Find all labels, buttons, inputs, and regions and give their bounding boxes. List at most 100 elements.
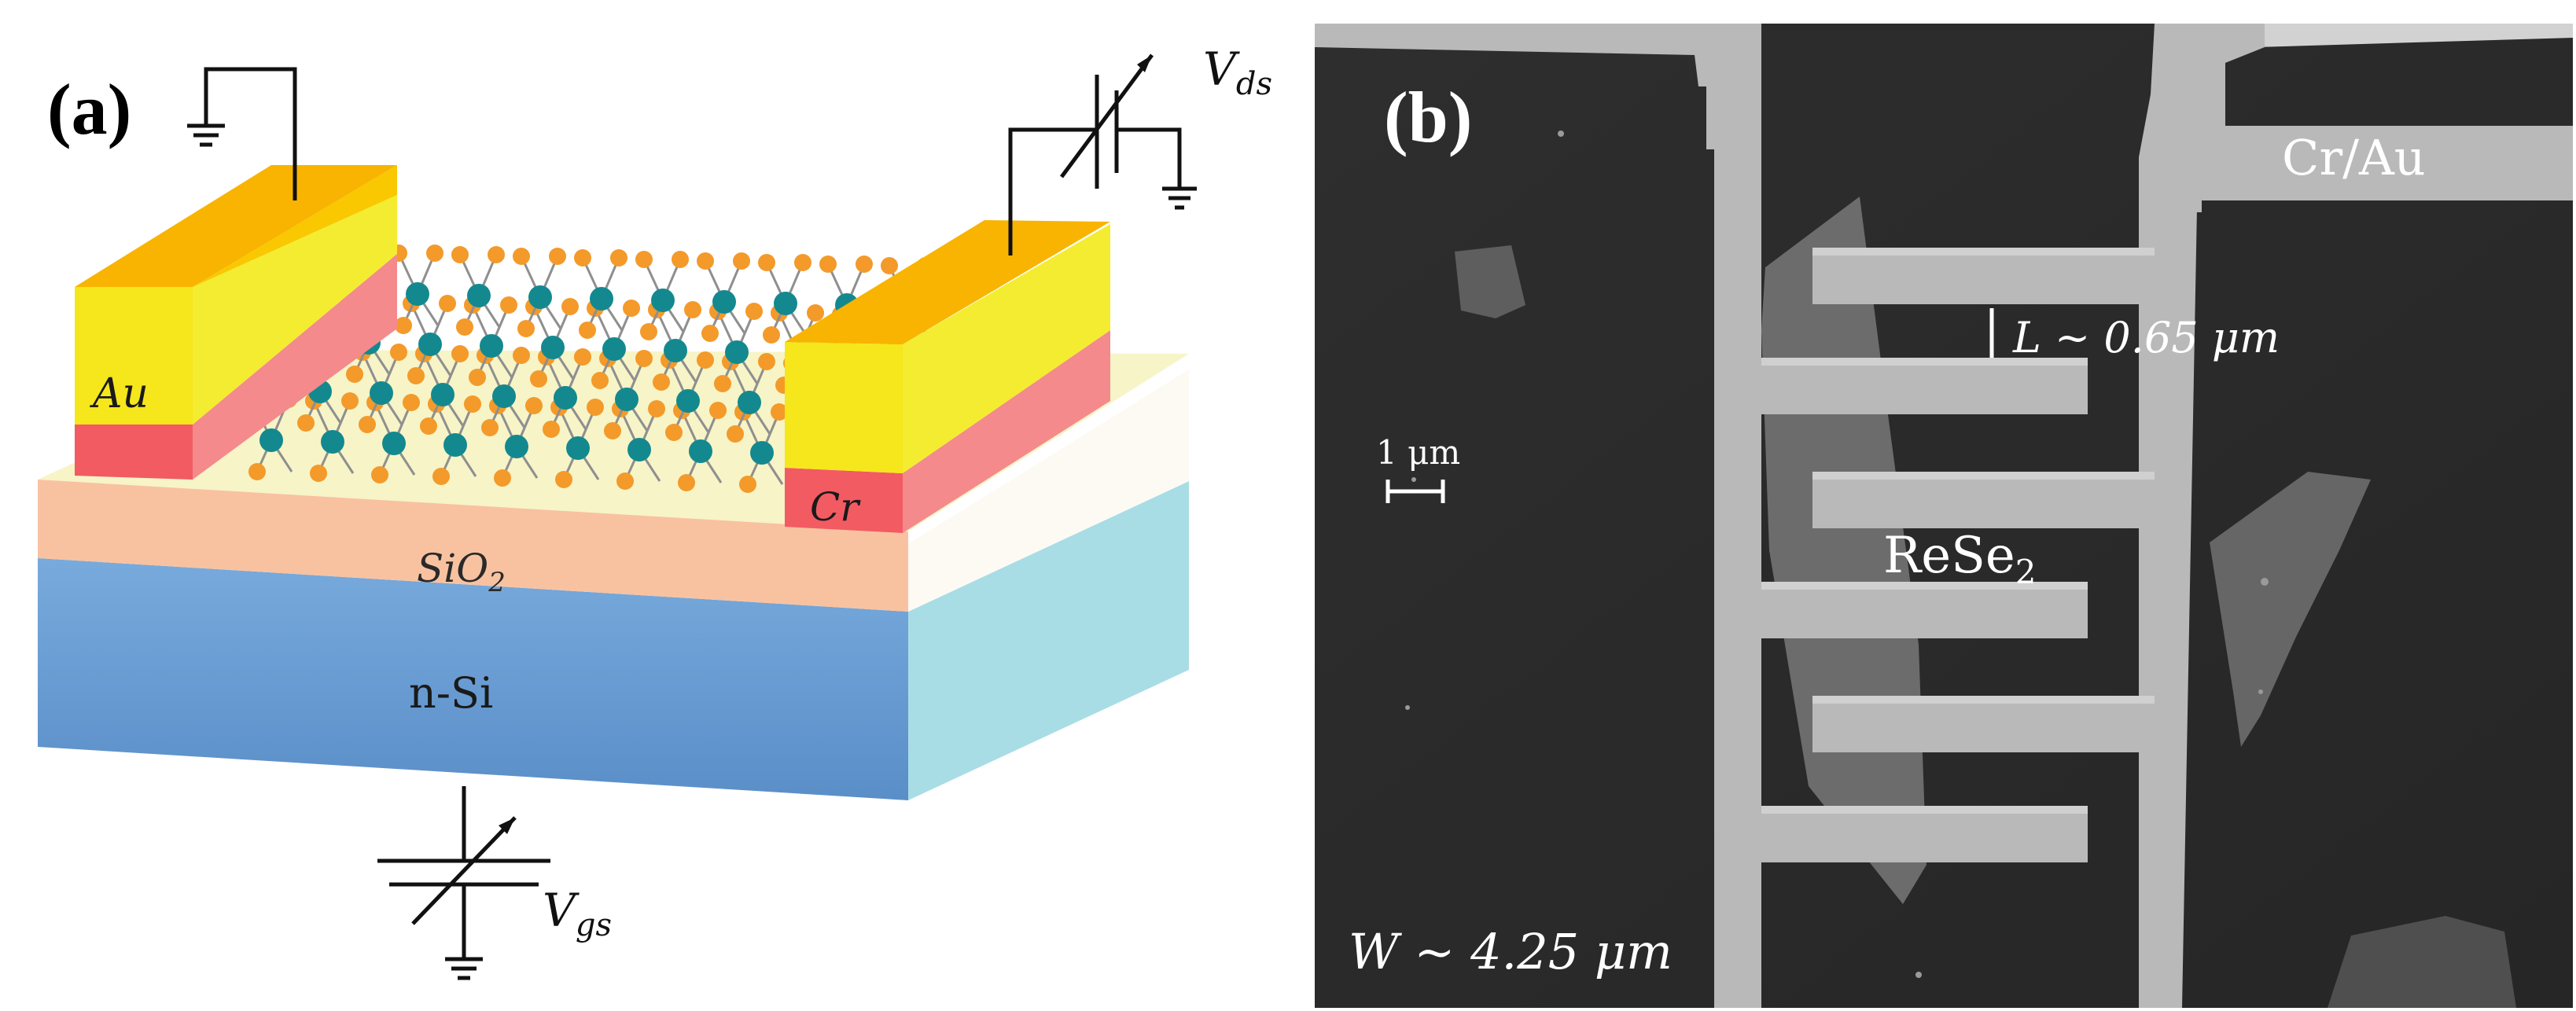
oxide-side-highlight xyxy=(908,354,1189,544)
left-bus-top xyxy=(1315,24,1726,86)
surface-specks xyxy=(1405,131,2269,978)
selenium-atom xyxy=(543,421,560,438)
selenium-atom xyxy=(310,465,327,482)
speck xyxy=(2261,578,2269,586)
selenium-atom xyxy=(653,373,670,391)
rhenium-atom xyxy=(443,433,467,457)
selenium-atom xyxy=(678,474,695,491)
oxide-front-face xyxy=(38,480,908,612)
selenium-atom xyxy=(635,251,653,268)
selenium-atom xyxy=(488,246,505,263)
left-electrode-cr-front xyxy=(75,425,193,480)
selenium-atom xyxy=(407,367,425,384)
sem-image-panel: (b) Cr/Au L ~ 0.65 μm 1 μm ReSe2 W ~ 4.2… xyxy=(1315,24,2573,1008)
rhenium-atom xyxy=(492,384,516,408)
rhenium-atom xyxy=(627,438,651,461)
rese2-label: ReSe2 xyxy=(1883,527,2037,591)
rhenium-atom xyxy=(774,292,797,315)
selenium-atom xyxy=(701,325,719,342)
rhenium-atom xyxy=(750,441,774,465)
right-electrode-au-front xyxy=(785,342,903,473)
right-bus-top xyxy=(2139,24,2265,1008)
rhenium-atom xyxy=(259,428,283,452)
speck xyxy=(1411,477,1416,482)
speck xyxy=(1558,131,1564,137)
vds-variable-arrow xyxy=(1059,53,1154,178)
selenium-atom xyxy=(640,323,657,340)
rhenium-atom xyxy=(467,284,491,307)
left-electrode-au-side xyxy=(193,195,397,425)
selenium-atom xyxy=(469,369,486,386)
selenium-atom xyxy=(648,400,665,417)
vgs-label: Vgs xyxy=(543,884,612,943)
rhenium-atom xyxy=(505,435,528,458)
selenium-atom xyxy=(530,370,547,388)
selenium-atom xyxy=(248,463,266,480)
speck xyxy=(1915,972,1922,978)
left-electrode-au-front xyxy=(75,287,193,425)
vgs-label-base: V xyxy=(543,884,580,937)
rhenium-atom xyxy=(554,386,577,410)
selenium-atom xyxy=(763,326,780,344)
panel-a-label: (a) xyxy=(47,69,131,149)
selenium-atom xyxy=(665,424,683,441)
selenium-atom xyxy=(561,298,579,315)
silicon-side-face xyxy=(908,481,1189,800)
vds-label-base: V xyxy=(1203,42,1240,96)
right-electrode-au-top xyxy=(785,220,1110,344)
rhenium-atom xyxy=(738,391,761,414)
right-electrode-cr-side xyxy=(903,330,1110,533)
sio2-label-base: SiO xyxy=(417,546,488,591)
rhenium-atom xyxy=(382,432,406,455)
selenium-atom xyxy=(856,256,873,273)
right-finger-3 xyxy=(1812,696,2155,752)
selenium-atom xyxy=(395,317,412,334)
rhenium-atom xyxy=(676,389,700,413)
right-finger-1 xyxy=(1812,248,2155,304)
selenium-atom xyxy=(616,472,634,490)
vds-circuit xyxy=(1008,53,1197,256)
left-finger-2-highlight xyxy=(1761,582,2088,590)
right-finger-1-highlight xyxy=(1812,248,2155,256)
rhenium-atom xyxy=(689,439,712,463)
selenium-atom xyxy=(456,318,473,336)
vds-label-subscript: ds xyxy=(1236,66,1272,102)
right-bus-horizontal xyxy=(2194,126,2573,200)
selenium-atom xyxy=(758,353,775,370)
right-electrode xyxy=(785,220,1110,533)
vds-wire xyxy=(1008,127,1097,256)
rhenium-atom xyxy=(651,289,675,312)
selenium-atom xyxy=(555,471,572,488)
scale-bar xyxy=(1386,480,1445,503)
selenium-atom xyxy=(819,256,837,273)
selenium-atom xyxy=(709,402,727,419)
n-si-label: n-Si xyxy=(409,668,493,718)
cr-au-label: Cr/Au xyxy=(2282,129,2426,186)
selenium-atom xyxy=(517,320,535,337)
selenium-atom xyxy=(610,249,627,267)
selenium-atom xyxy=(591,372,609,389)
left-electrode-au-side-face xyxy=(193,165,397,287)
finger-edge-highlights xyxy=(1761,248,2155,814)
left-finger-2 xyxy=(1761,582,2088,638)
selenium-atom xyxy=(432,468,450,485)
rhenium-atom xyxy=(528,285,552,309)
device-schematic-panel: (a) xyxy=(38,42,1272,980)
selenium-atom xyxy=(359,416,376,433)
selenium-atom xyxy=(727,425,744,443)
selenium-atom xyxy=(635,350,653,367)
selenium-atom xyxy=(807,304,824,322)
rhenium-atom xyxy=(541,336,565,359)
selenium-atom xyxy=(494,469,511,487)
rhenium-atom xyxy=(370,381,393,405)
selenium-atom xyxy=(684,301,701,318)
interdigitated-electrodes xyxy=(1315,24,2573,1008)
vgs-circuit xyxy=(377,786,550,980)
selenium-atom xyxy=(426,244,443,262)
selenium-atom xyxy=(371,466,388,483)
vgs-label-subscript: gs xyxy=(576,907,612,943)
rhenium-atom xyxy=(566,436,590,460)
speck xyxy=(1405,705,1410,710)
panel-b-label: (b) xyxy=(1384,77,1472,157)
